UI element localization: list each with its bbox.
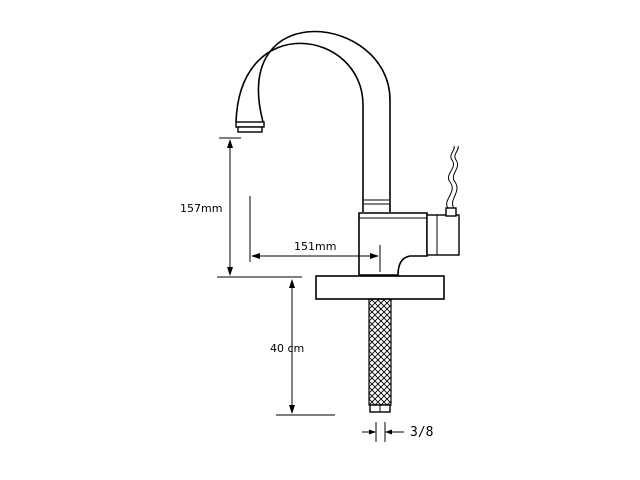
- supply-hose: [368, 298, 392, 413]
- dimension-connector: 3/8: [362, 422, 433, 442]
- connector-label: 3/8: [410, 425, 433, 440]
- lever-handle: [426, 145, 460, 256]
- dimension-spout-height: 157mm: [180, 137, 302, 278]
- deck-plate: [315, 275, 445, 300]
- spout-gooseneck: [235, 42, 364, 212]
- body-block: [358, 212, 428, 276]
- spout-reach-label: 151mm: [294, 240, 336, 253]
- dimension-hose-length: 40 cm: [270, 279, 335, 416]
- faucet-body: [235, 30, 460, 300]
- spout-height-label: 157mm: [180, 202, 222, 215]
- dimension-spout-reach: 151mm: [249, 196, 381, 272]
- aerator: [235, 121, 265, 133]
- hose-length-label: 40 cm: [270, 342, 304, 355]
